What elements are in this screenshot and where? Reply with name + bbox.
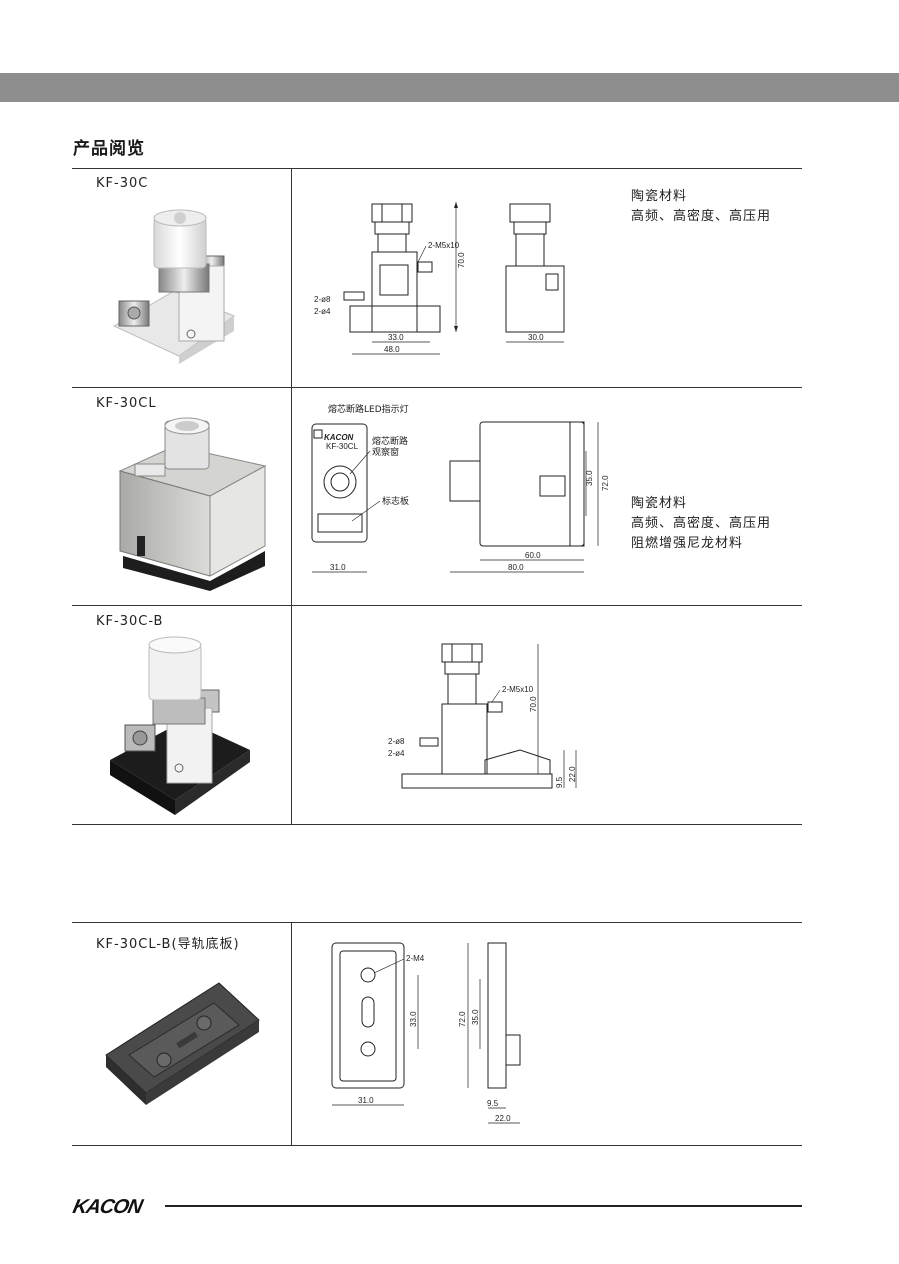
table-rule — [72, 168, 802, 169]
dim-label: 60.0 — [525, 551, 541, 560]
dim-label: 31.0 — [358, 1096, 374, 1105]
dim-label: 2-ø4 — [388, 749, 405, 758]
dim-label: 35.0 — [471, 1009, 480, 1025]
description-line: 高频、高密度、高压用 — [631, 516, 772, 531]
dim-label: 48.0 — [384, 345, 400, 354]
model-name: KF-30C-B — [96, 614, 164, 629]
description-line: 阻燃增强尼龙材料 — [631, 536, 744, 551]
table-rule — [72, 922, 802, 923]
product-photo-kf30clb — [105, 982, 260, 1105]
dim-label: 35.0 — [585, 470, 594, 486]
dim-label: 2-M5x10 — [502, 685, 534, 694]
dim-label: 31.0 — [330, 563, 346, 572]
dim-label: 30.0 — [528, 333, 544, 342]
dim-label: 72.0 — [601, 475, 610, 491]
dim-label: 标志板 — [382, 495, 409, 507]
dim-label: 72.0 — [458, 1011, 467, 1027]
dim-label: 22.0 — [568, 766, 577, 782]
dim-label: 33.0 — [388, 333, 404, 342]
description-line: 陶瓷材料 — [631, 496, 688, 511]
dimension-drawing-kf30c: 70.0 33.0 48.0 2-M5x10 2-ø8 2-ø4 30.0 — [314, 202, 565, 355]
table-rule — [72, 1145, 802, 1146]
table-rule — [72, 605, 802, 606]
dim-label: 熔芯断路LED指示灯 — [328, 403, 409, 415]
column-divider — [291, 922, 292, 1145]
dim-label: 2-ø4 — [314, 307, 331, 316]
dim-label: 2-ø8 — [388, 737, 405, 746]
dim-label: 80.0 — [508, 563, 524, 572]
dim-label: 9.5 — [555, 776, 564, 788]
header-bar — [0, 73, 899, 102]
table-rule — [72, 387, 802, 388]
dimension-drawing-kf30clb: 2-M4 33.0 31.0 72.0 35.0 9.5 22.0 — [331, 942, 521, 1124]
dim-label: 9.5 — [487, 1099, 499, 1108]
product-description: 陶瓷材料 高频、高密度、高压用 — [631, 187, 771, 227]
dim-label: 2-M4 — [406, 954, 425, 963]
product-photo-kf30cb — [110, 636, 250, 815]
dim-label: 2-M5x10 — [428, 241, 460, 250]
kacon-logo: KACON — [70, 1196, 144, 1218]
model-name: KF-30CL-B(导轨底板) — [96, 937, 240, 952]
dimension-drawing-kf30cb: 70.0 2-M5x10 2-ø8 2-ø4 9.5 22.0 — [388, 643, 577, 789]
dimension-drawing-kf30cl: 熔芯断路LED指示灯 KACON KF-30CL 熔芯断路 观察窗 标志板 31… — [311, 403, 610, 573]
drawing-logo: KACON — [324, 433, 354, 442]
dim-label: 2-ø8 — [314, 295, 331, 304]
table-rule — [72, 824, 802, 825]
product-photo-kf30cl — [118, 417, 267, 591]
model-name: KF-30CL — [96, 396, 157, 411]
dim-label: 70.0 — [529, 696, 538, 712]
column-divider — [291, 168, 292, 824]
model-name: KF-30C — [96, 176, 149, 191]
dim-label: KF-30CL — [326, 442, 359, 451]
dim-label: 观察窗 — [372, 446, 399, 458]
dim-label: 22.0 — [495, 1114, 511, 1123]
product-description: 陶瓷材料 高频、高密度、高压用 阻燃增强尼龙材料 — [631, 494, 771, 554]
description-line: 陶瓷材料 — [631, 189, 688, 204]
product-photo-kf30c — [112, 209, 236, 364]
footer-rule — [165, 1205, 802, 1207]
section-title: 产品阅览 — [73, 139, 145, 159]
dim-label: 70.0 — [457, 252, 466, 268]
dim-label: 33.0 — [409, 1011, 418, 1027]
description-line: 高频、高密度、高压用 — [631, 209, 772, 224]
dim-label: 熔芯断路 — [372, 435, 408, 447]
